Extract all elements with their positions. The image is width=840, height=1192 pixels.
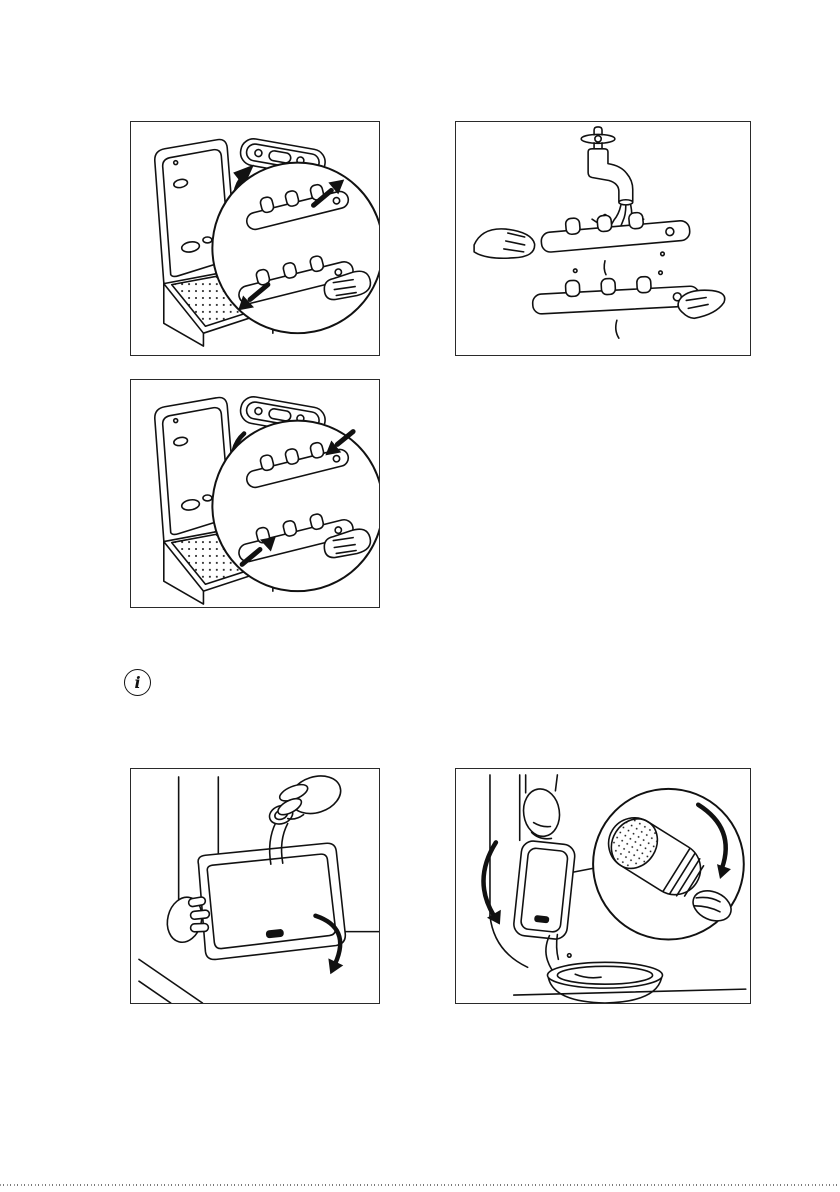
upper-comb bbox=[245, 183, 350, 231]
curved-arrow-up-head bbox=[233, 164, 255, 187]
drips bbox=[572, 260, 664, 339]
drain-bowl-illustration bbox=[481, 774, 747, 1003]
curved-arrow-turn-head bbox=[717, 864, 731, 880]
page-edge-artifact bbox=[0, 1184, 840, 1186]
arrow-out-bottom-head bbox=[238, 295, 255, 311]
refit-dispenser-illustration bbox=[154, 396, 379, 605]
figure-rinse-under-tap bbox=[455, 121, 751, 356]
figure-open-drain-flap bbox=[130, 768, 380, 1004]
right-hand bbox=[677, 289, 726, 320]
curved-arrow-open bbox=[313, 913, 343, 966]
curved-arrow-turn bbox=[695, 802, 728, 871]
arrow-in-top-head bbox=[325, 440, 342, 456]
lower-comb bbox=[238, 255, 354, 305]
machine-corner bbox=[138, 776, 379, 1003]
drain-flap-illustration bbox=[138, 775, 379, 1003]
hand bbox=[323, 528, 372, 559]
filter-plug bbox=[607, 817, 705, 897]
hand-on-filter bbox=[692, 890, 732, 922]
hand bbox=[323, 270, 372, 301]
tap bbox=[580, 126, 634, 206]
right-hand bbox=[277, 775, 342, 820]
arrow-in-bottom-head bbox=[259, 536, 276, 552]
left-hand bbox=[166, 896, 211, 944]
arrow-out-top-head bbox=[328, 179, 345, 195]
upper-comb bbox=[540, 211, 691, 253]
remove-dispenser-illustration bbox=[154, 138, 379, 347]
left-hand bbox=[473, 228, 536, 259]
curved-arrow-flap-head bbox=[486, 909, 501, 925]
magnifier-circle bbox=[211, 161, 379, 335]
lower-comb bbox=[531, 275, 700, 315]
leader-line bbox=[572, 867, 595, 873]
open-flap bbox=[513, 840, 576, 940]
figure-drain-into-bowl bbox=[455, 768, 751, 1004]
hand-in-flap bbox=[522, 774, 561, 840]
lower-comb bbox=[238, 513, 354, 563]
drain-flap bbox=[197, 842, 347, 961]
info-icon: i bbox=[124, 669, 151, 696]
figure-refit-dispenser bbox=[130, 379, 380, 608]
machine-corner bbox=[489, 774, 747, 996]
arrow-out-bottom bbox=[247, 282, 271, 302]
bowl bbox=[546, 961, 664, 1003]
curved-arrow-open-head bbox=[328, 958, 344, 975]
info-icon-glyph: i bbox=[134, 672, 141, 692]
arrow-out-top bbox=[311, 187, 334, 208]
magnifier-circle bbox=[211, 419, 379, 593]
figure-remove-dispenser bbox=[130, 121, 380, 356]
arrow-in-bottom bbox=[239, 547, 263, 567]
rinse-illustration bbox=[473, 126, 726, 339]
arrow-in-top bbox=[334, 429, 356, 447]
upper-comb bbox=[245, 441, 350, 489]
curved-arrow-flap bbox=[481, 840, 499, 918]
